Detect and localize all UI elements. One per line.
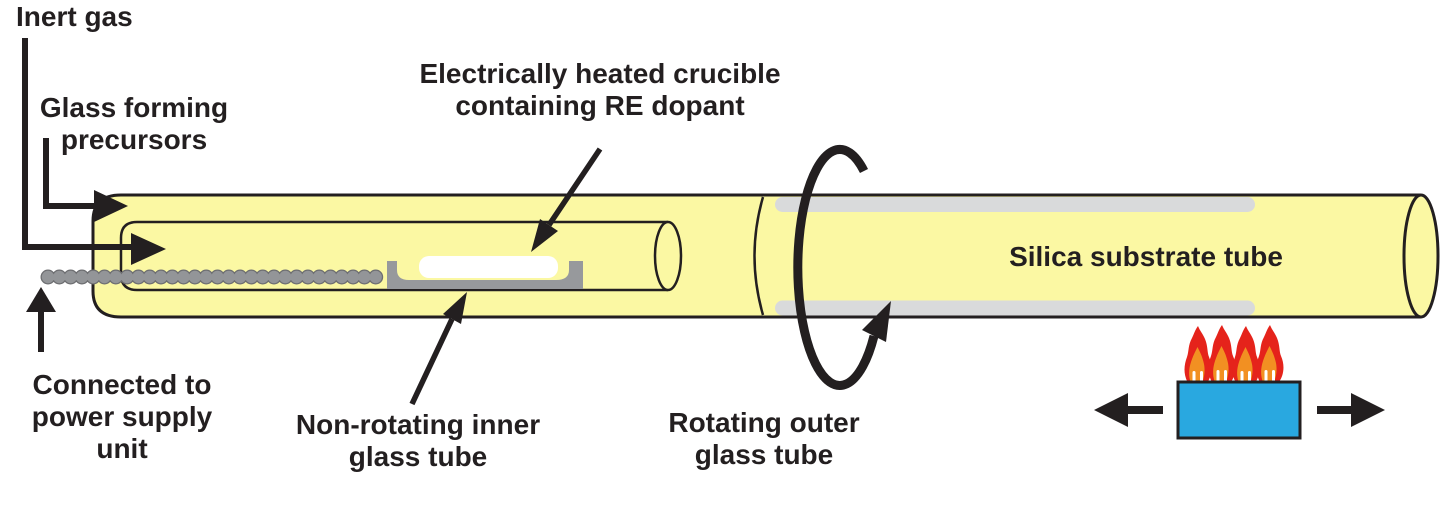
rotation-arrowhead xyxy=(862,301,891,342)
burner-move-right-arrowhead xyxy=(1351,393,1385,427)
power-supply-arrowhead xyxy=(26,287,56,312)
deposit-layer-bottom xyxy=(775,300,1255,316)
label-power-supply: Connected to power supply unit xyxy=(32,369,212,465)
label-inner-tube-line1: Non-rotating inner xyxy=(295,409,541,440)
label-glass-forming-precursors: Glass forming precursors xyxy=(40,92,228,156)
inner-glass-tube xyxy=(119,220,668,292)
flame xyxy=(1208,325,1236,382)
label-power-supply-line1: Connected to xyxy=(32,369,212,400)
label-rotating-outer-tube: Rotating outer glass tube xyxy=(668,407,859,471)
tube-junction-line xyxy=(753,196,765,316)
tube-end-cap xyxy=(1402,193,1440,319)
burner xyxy=(1176,380,1302,440)
label-inert-gas-text: Inert gas xyxy=(16,1,133,32)
label-heated-crucible-line1: Electrically heated crucible xyxy=(419,58,781,89)
label-non-rotating-inner-tube: Non-rotating inner glass tube xyxy=(296,409,540,473)
inner-tube-end-opening xyxy=(653,220,683,292)
precursors-arrow-line xyxy=(43,138,94,209)
label-inner-tube-line2: glass tube xyxy=(348,441,488,472)
label-outer-tube-line2: glass tube xyxy=(694,439,834,470)
rotation-arrow-arc xyxy=(793,144,879,390)
burner-move-left-arrowhead xyxy=(1094,393,1128,427)
inner-tube-pointer-line xyxy=(409,317,455,406)
crucible-pointer-arrowhead xyxy=(531,219,558,252)
inert-gas-arrow-line xyxy=(22,38,131,250)
flame xyxy=(1184,326,1212,383)
deposit-layer-top xyxy=(775,197,1255,212)
inner-tube-pointer-arrowhead xyxy=(443,292,467,324)
label-heated-crucible-line2: containing RE dopant xyxy=(455,90,745,121)
precursors-arrowhead xyxy=(94,190,128,222)
label-power-supply-line2: power supply xyxy=(31,401,213,432)
inert-gas-arrowhead xyxy=(131,233,166,265)
crucible-tray xyxy=(387,261,583,289)
label-silica-substrate-tube: Silica substrate tube xyxy=(1009,241,1283,273)
label-glass-forming-line1: Glass forming xyxy=(39,92,229,123)
label-silica-text: Silica substrate tube xyxy=(1009,241,1283,272)
label-outer-tube-line1: Rotating outer xyxy=(668,407,860,438)
crucible-pointer-line xyxy=(546,147,603,227)
label-heated-crucible: Electrically heated crucible containing … xyxy=(419,58,780,122)
label-inert-gas: Inert gas xyxy=(16,1,133,33)
flame xyxy=(1256,325,1284,382)
re-dopant-charge xyxy=(419,256,558,278)
label-glass-forming-line2: precursors xyxy=(60,124,208,155)
label-power-supply-line3: unit xyxy=(96,433,148,464)
flame xyxy=(1232,326,1260,383)
